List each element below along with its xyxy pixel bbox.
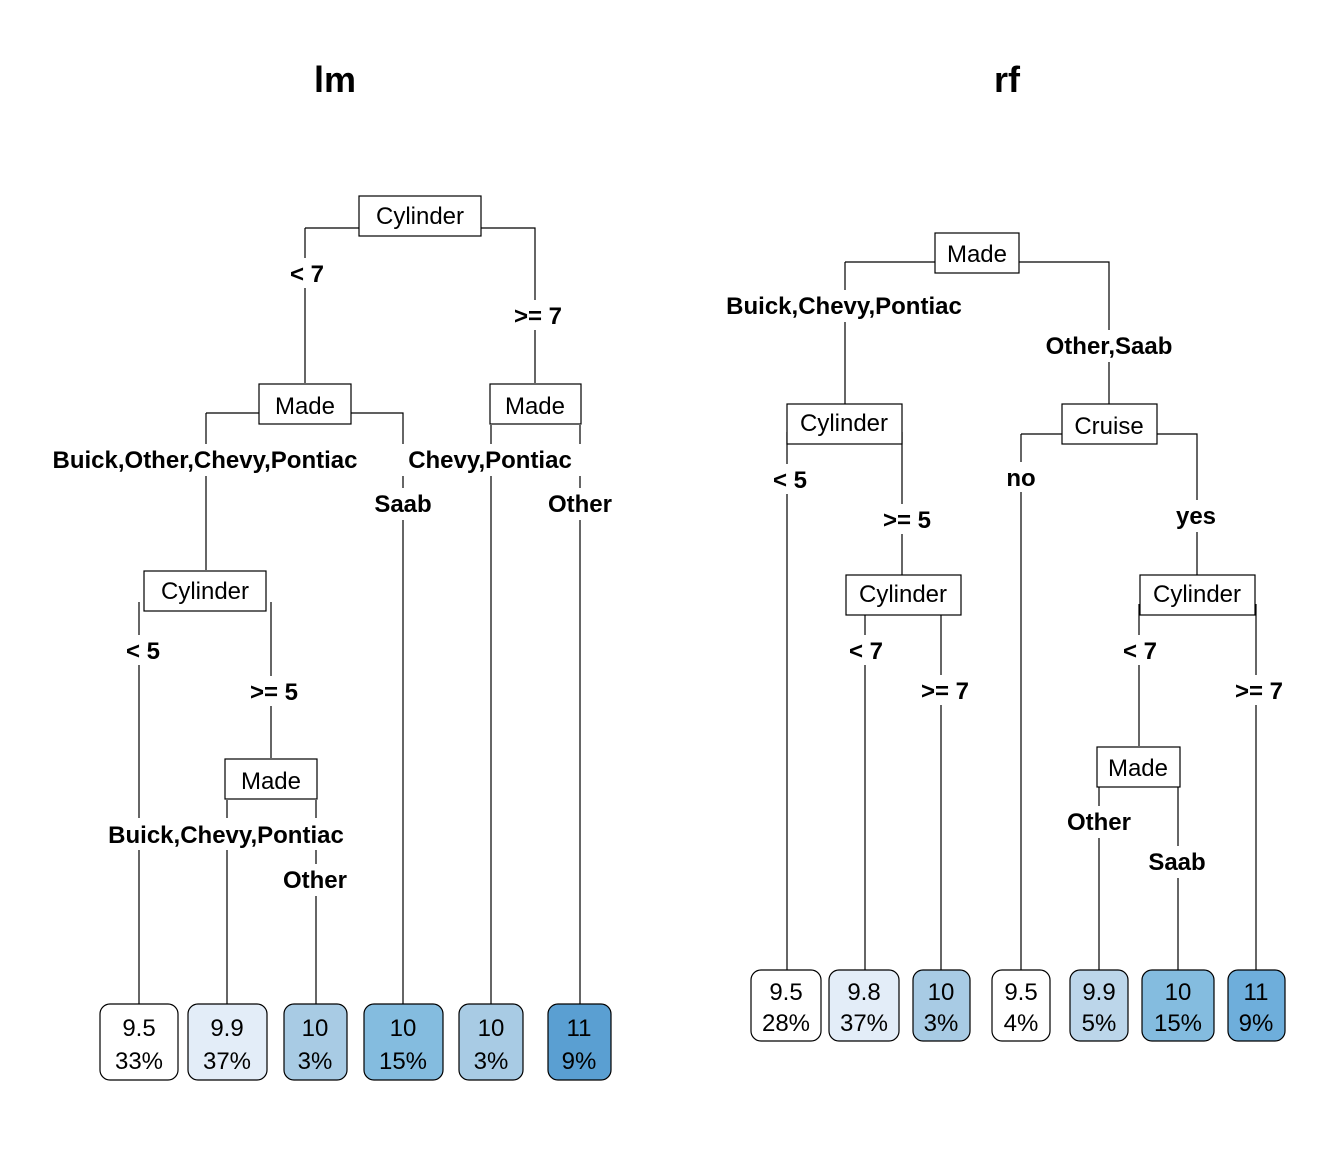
tree-title-rf: rf [994, 59, 1021, 100]
leaf-node: 9.5 28% [750, 969, 822, 1042]
leaf-node: 10 15% [363, 1003, 444, 1081]
leaf-value: 10 [928, 979, 955, 1006]
tree-lm: lm Cylinder Made Made Cylinder Made [24, 59, 619, 1081]
leaf-percent: 33% [115, 1048, 163, 1075]
edge-label: < 5 [773, 467, 807, 494]
edge-label: Other [548, 491, 612, 518]
leaf-value: 10 [390, 1015, 417, 1042]
leaf-percent: 37% [840, 1010, 888, 1037]
split-label: Made [505, 393, 565, 420]
leaf-value: 9.8 [847, 979, 880, 1006]
edge-label: Buick,Other,Chevy,Pontiac [53, 447, 358, 474]
leaf-node: 9.9 5% [1069, 969, 1129, 1042]
branch-lines-made-2 [490, 425, 581, 1004]
branch-lines-made-1 [205, 412, 404, 1004]
split-label: Cylinder [376, 203, 464, 230]
edge-label: Buick,Chevy,Pontiac [108, 822, 344, 849]
edge-label: < 7 [1123, 638, 1157, 665]
leaf-value: 9.5 [1004, 979, 1037, 1006]
edge-label: Other [1067, 809, 1131, 836]
leaf-node: 9.8 37% [828, 969, 900, 1042]
split-node: Made [489, 383, 582, 425]
split-label: Made [947, 241, 1007, 268]
split-node: Made [258, 383, 352, 425]
leaf-value: 11 [567, 1015, 592, 1042]
leaf-value: 10 [302, 1015, 329, 1042]
edge-label: yes [1176, 503, 1216, 530]
leaf-value: 10 [1165, 979, 1192, 1006]
edge-label: >= 5 [883, 507, 931, 534]
edge-label: Other,Saab [1046, 333, 1173, 360]
leaf-node: 10 3% [912, 969, 971, 1042]
leaf-percent: 5% [1082, 1010, 1117, 1037]
edge-label: >= 7 [1235, 678, 1283, 705]
leaf-percent: 15% [379, 1048, 427, 1075]
edge-label: < 7 [290, 261, 324, 288]
leaf-node: 10 3% [283, 1003, 348, 1081]
leaf-node: 10 15% [1141, 969, 1215, 1042]
split-node: Cylinder [143, 570, 267, 612]
tree-title-lm: lm [314, 59, 356, 100]
split-node: Cylinder [845, 574, 962, 616]
split-label: Cylinder [859, 581, 947, 608]
edge-label: Buick,Chevy,Pontiac [726, 293, 962, 320]
split-label: Cylinder [1153, 581, 1241, 608]
split-label: Cylinder [800, 410, 888, 437]
edge-label: >= 7 [514, 303, 562, 330]
leaf-node: 9.5 33% [99, 1003, 179, 1081]
split-node: Cruise [1061, 403, 1158, 445]
split-label: Made [1108, 755, 1168, 782]
tree-rf: rf Made Cylinder Cruise Cylinder Cylinde… [712, 59, 1289, 1042]
leaf-value: 9.9 [1082, 979, 1115, 1006]
leaf-node: 11 9% [1227, 969, 1286, 1042]
leaf-percent: 15% [1154, 1010, 1202, 1037]
branch-lines-root [304, 227, 536, 383]
branch-lines-cylinder-3 [1138, 604, 1257, 970]
split-node: Cylinder [1139, 574, 1256, 616]
leaf-node: 10 3% [458, 1003, 524, 1081]
leaf-percent: 9% [562, 1048, 597, 1075]
split-node: Made [224, 758, 318, 800]
split-label: Cylinder [161, 578, 249, 605]
leaf-value: 9.5 [122, 1015, 155, 1042]
branch-lines-cylinder-1 [786, 432, 903, 970]
split-label: Made [241, 768, 301, 795]
leaf-node: 9.9 37% [187, 1003, 268, 1081]
edge-label: Other [283, 867, 347, 894]
leaf-value: 9.5 [769, 979, 802, 1006]
leaf-percent: 4% [1004, 1010, 1039, 1037]
edge-label: < 7 [849, 638, 883, 665]
leaf-percent: 3% [924, 1010, 959, 1037]
edge-label: >= 5 [250, 679, 298, 706]
leaf-percent: 3% [298, 1048, 333, 1075]
split-node: Made [934, 232, 1020, 274]
split-node: Made [1096, 746, 1181, 788]
edge-label: no [1006, 465, 1035, 492]
edge-label: < 5 [126, 638, 160, 665]
leaf-value: 10 [478, 1015, 505, 1042]
leaf-node: 9.5 4% [991, 969, 1051, 1042]
leaf-percent: 37% [203, 1048, 251, 1075]
edge-label: >= 7 [921, 678, 969, 705]
split-node: Cylinder [786, 403, 903, 445]
leaf-value: 9.9 [210, 1015, 243, 1042]
edge-label: Saab [374, 491, 431, 518]
leaf-percent: 9% [1239, 1010, 1274, 1037]
leaf-percent: 3% [474, 1048, 509, 1075]
leaf-value: 11 [1244, 979, 1269, 1006]
split-label: Made [275, 393, 335, 420]
edge-label: Saab [1148, 849, 1205, 876]
split-label: Cruise [1074, 413, 1143, 440]
leaf-node: 11 9% [547, 1003, 612, 1081]
split-node: Cylinder [358, 195, 482, 237]
leaf-percent: 28% [762, 1010, 810, 1037]
edge-label: Chevy,Pontiac [408, 447, 572, 474]
